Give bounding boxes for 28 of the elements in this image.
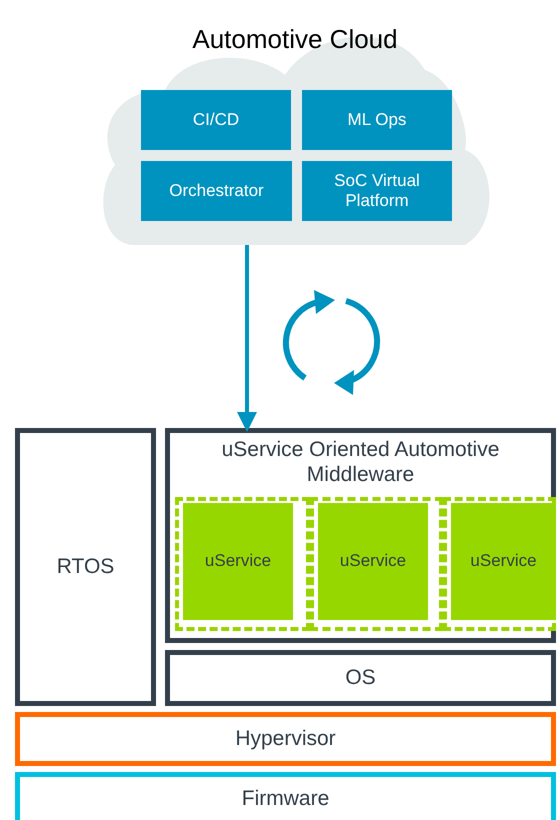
box-label: Firmware [240, 786, 330, 812]
box-label: OS [344, 665, 377, 691]
box-label: uService [338, 551, 408, 572]
box-label: RTOS [56, 554, 116, 580]
microservice-box [318, 503, 428, 620]
box-label: CI/CD [192, 110, 240, 130]
firmware-layer [15, 772, 556, 820]
layer-box [15, 428, 156, 706]
middleware-box [165, 428, 556, 643]
box-label: SoC Virtual Platform [333, 170, 421, 212]
service-box [302, 161, 452, 221]
hypervisor-layer [15, 712, 556, 766]
group-title: uService Oriented Automotive Middleware [220, 437, 500, 488]
microservice-box [183, 503, 293, 620]
dashed-container [443, 497, 556, 631]
box-label: ML Ops [346, 110, 408, 130]
group-title: Automotive Cloud [191, 24, 399, 56]
service-box [141, 161, 292, 221]
microservice-box [451, 503, 556, 620]
box-label: Hypervisor [234, 726, 337, 752]
service-box [141, 90, 291, 150]
box-label: Orchestrator [168, 180, 265, 202]
layer-box [165, 650, 556, 706]
box-label: uService [204, 551, 272, 572]
dashed-container [175, 497, 310, 631]
box-label: uService [469, 551, 538, 572]
arrow [237, 245, 257, 432]
service-box [302, 90, 452, 150]
